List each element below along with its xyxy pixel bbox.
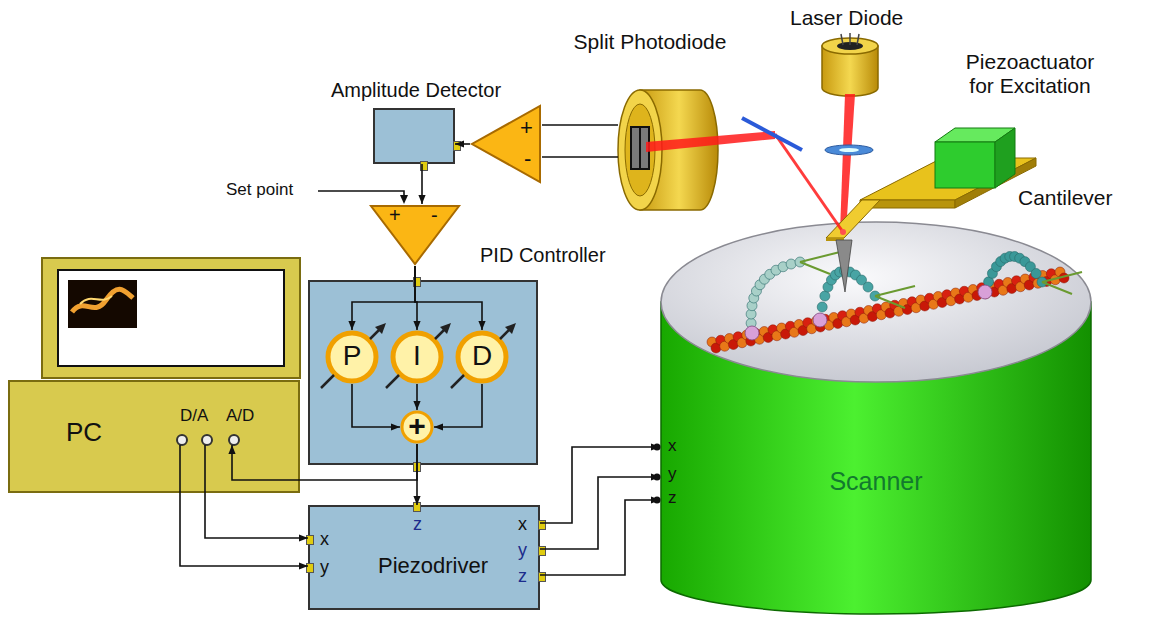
port-jack xyxy=(201,434,213,446)
arrowhead xyxy=(413,321,420,330)
terminal-dot xyxy=(654,497,661,504)
node-title: + xyxy=(389,204,401,226)
part-label: Cantilever xyxy=(1018,186,1113,209)
arrowhead xyxy=(413,401,420,410)
port-terminal xyxy=(306,563,314,573)
arrowhead xyxy=(299,562,308,569)
signal-wire xyxy=(418,164,425,204)
signal-wire xyxy=(413,384,420,410)
driver-box: zxyPiezodriverxyz xyxy=(308,505,540,610)
comparator: +- xyxy=(369,204,461,266)
node-text: z xyxy=(518,566,527,586)
arrowhead xyxy=(228,445,235,454)
gain-knob: I xyxy=(390,330,444,384)
signal-wire xyxy=(352,384,400,431)
differential-amplifier: +- xyxy=(470,104,542,184)
arrowhead xyxy=(651,473,660,480)
node-title: Scanner xyxy=(829,467,922,495)
part-label: Set point xyxy=(226,180,293,199)
terminal-dot xyxy=(654,444,661,451)
comparator-shape xyxy=(369,204,461,266)
arrowhead xyxy=(413,496,420,505)
node-text: y xyxy=(518,540,527,560)
node-text: y xyxy=(320,557,329,577)
arrowhead xyxy=(478,321,485,330)
photodiode-detector: Split Photodiode xyxy=(560,28,740,218)
node-title: Split Photodiode xyxy=(574,30,727,53)
signal-wire xyxy=(180,445,308,570)
signal-wire xyxy=(434,384,482,431)
part-label: x xyxy=(668,436,677,455)
arrowhead xyxy=(418,195,425,204)
arrowhead xyxy=(651,443,660,450)
signal-wire xyxy=(415,266,486,330)
node-text: D/A xyxy=(180,406,208,425)
node-title: PC xyxy=(66,417,102,447)
signal-wire xyxy=(540,496,661,575)
port-terminal xyxy=(538,572,546,582)
scanner-cylinder-shape xyxy=(660,222,1092,616)
signal-wire xyxy=(542,157,618,158)
node-title: I xyxy=(413,340,421,371)
gain-knob: D xyxy=(455,330,509,384)
arrowhead xyxy=(455,140,464,147)
detector-box: Amplitude Detector xyxy=(373,108,455,164)
scanner-cylinder: Scanner xyxy=(660,222,1092,616)
node-text: x xyxy=(518,514,527,534)
signal-wire xyxy=(228,444,417,480)
signal-wire xyxy=(542,125,618,126)
port-terminal xyxy=(306,535,314,545)
node-title: z xyxy=(413,514,422,534)
monitor xyxy=(42,258,300,378)
part-label: z xyxy=(668,488,677,507)
setpoint-arrow xyxy=(318,191,408,204)
arrowhead xyxy=(299,534,308,541)
node-text: x xyxy=(320,529,329,549)
part-label: y xyxy=(668,464,677,483)
port-terminal xyxy=(538,546,546,556)
terminal-dot xyxy=(654,474,661,481)
arrowhead xyxy=(434,423,443,430)
signal-wire xyxy=(348,266,415,330)
computer-box: PC D/A A/D xyxy=(8,380,300,493)
node-text: - xyxy=(431,204,438,226)
signal-wire xyxy=(455,140,470,147)
node-text: A/D xyxy=(226,406,254,425)
gain-knob: P xyxy=(325,330,379,384)
part-label: Laser Diode xyxy=(790,6,903,29)
node-title: + xyxy=(408,409,426,442)
part-label: Piezoactuator for Excitation xyxy=(966,50,1094,97)
node-title: Amplitude Detector xyxy=(331,79,501,101)
signal-wire xyxy=(540,473,661,549)
port-terminal xyxy=(538,520,546,530)
node-text: Piezodriver xyxy=(378,553,488,578)
port-jack xyxy=(228,434,240,446)
summing-junction: + xyxy=(400,410,434,444)
photodiode-detector-shape xyxy=(560,28,740,218)
controller-box: PID ControllerPID+ xyxy=(308,280,538,465)
node-title: + xyxy=(520,115,533,140)
node-text: - xyxy=(524,146,531,171)
node-title: D xyxy=(472,340,492,371)
node-title: P xyxy=(343,340,362,371)
signal-wire xyxy=(205,445,308,542)
signal-wire xyxy=(540,443,661,523)
port-jack xyxy=(176,434,188,446)
node-title: PID Controller xyxy=(480,244,606,266)
arrowhead xyxy=(391,423,400,430)
arrowhead xyxy=(348,321,355,330)
arrowhead xyxy=(651,496,660,503)
